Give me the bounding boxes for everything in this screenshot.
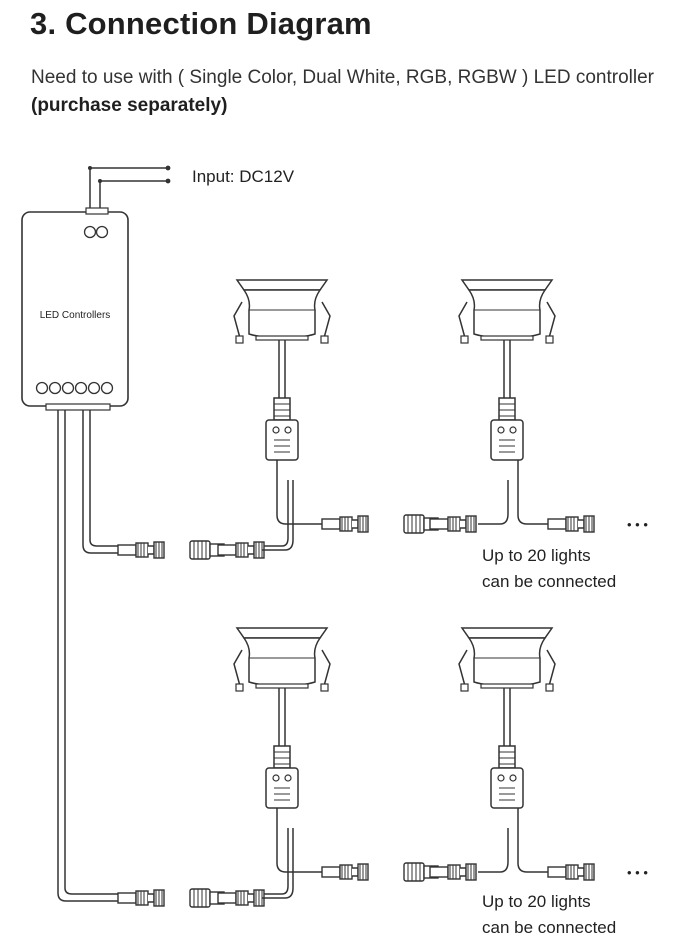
light-row-1 [117, 279, 595, 560]
intro-requirement: Need to use with ( Single Color, Dual Wh… [31, 67, 655, 88]
row-1-note-line-1: Up to 20 lights [482, 546, 591, 565]
output-cables [57, 410, 118, 902]
row-1-note-line-2: can be connected [482, 572, 616, 591]
page-title: 3. Connection Diagram [30, 6, 372, 41]
row-2-note-line-1: Up to 20 lights [482, 892, 591, 911]
continuation-dots-row-1: • • • [627, 517, 648, 532]
input-wires [88, 165, 171, 214]
input-label: Input: DC12V [192, 167, 295, 186]
led-controller [21, 207, 129, 411]
continuation-dots-row-2: • • • [627, 865, 648, 880]
controller-label: LED Controllers [40, 310, 111, 321]
intro-purchase-note: (purchase separately) [31, 95, 228, 116]
row-2-note-line-2: can be connected [482, 918, 616, 937]
intro-text: Need to use with ( Single Color, Dual Wh… [31, 64, 671, 120]
light-row-2 [117, 627, 595, 908]
